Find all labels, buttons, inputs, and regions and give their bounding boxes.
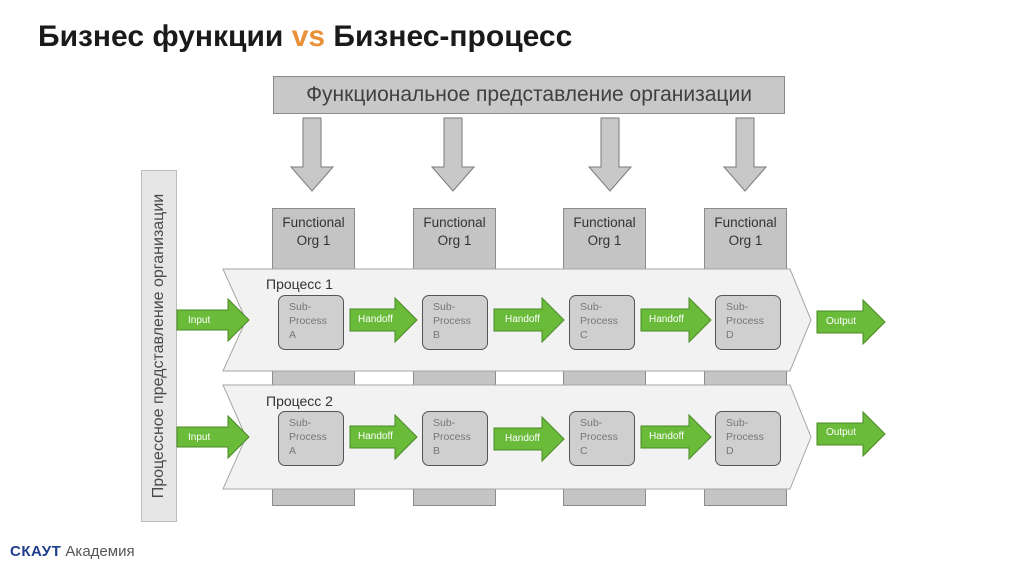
down-arrow-2-icon [430, 117, 476, 192]
input-arrow-2-icon [176, 414, 250, 460]
logo: СКАУТ Академия [10, 543, 135, 560]
functional-view-box: Функциональное представление организации [273, 76, 785, 114]
down-arrow-3-icon [587, 117, 633, 192]
handoff-label-1c: Handoff [649, 314, 684, 325]
page-title: Бизнес функции vs Бизнес-процесс [38, 20, 572, 54]
output-label-2: Output [826, 427, 857, 438]
input-arrow-1-icon [176, 297, 250, 343]
handoff-label-2c: Handoff [649, 431, 684, 442]
down-arrow-4-icon [722, 117, 768, 192]
handoff-label-1b: Handoff [505, 314, 540, 325]
process-2-label: Процесс 2 [266, 393, 333, 409]
handoff-label-2b: Handoff [505, 433, 540, 444]
handoff-arrow-2a-icon [349, 413, 418, 461]
process-1-label: Процесс 1 [266, 276, 333, 292]
functional-view-label: Функциональное представление организации [306, 83, 752, 106]
input-label-1: Input [188, 315, 211, 326]
logo-rest: Академия [61, 543, 135, 560]
title-part1: Бизнес функции [38, 20, 284, 53]
handoff-arrow-1a-icon [349, 296, 418, 344]
handoff-arrow-2c-icon [640, 413, 712, 461]
handoff-arrow-2b-icon [493, 415, 565, 463]
handoff-label-1a: Handoff [358, 314, 393, 325]
process-view-box: Процессное представление организации [141, 170, 177, 522]
title-part2: Бизнес-процесс [333, 20, 573, 53]
handoff-arrow-1b-icon [493, 296, 565, 344]
handoff-label-2a: Handoff [358, 431, 393, 442]
down-arrow-1-icon [289, 117, 335, 192]
output-label-1: Output [826, 316, 857, 327]
output-arrow-1-icon [816, 298, 886, 346]
logo-brand: СКАУТ [10, 543, 62, 560]
output-arrow-2-icon [816, 410, 886, 458]
handoff-arrow-1c-icon [640, 296, 712, 344]
input-label-2: Input [188, 432, 211, 443]
title-vs: vs [291, 20, 326, 53]
